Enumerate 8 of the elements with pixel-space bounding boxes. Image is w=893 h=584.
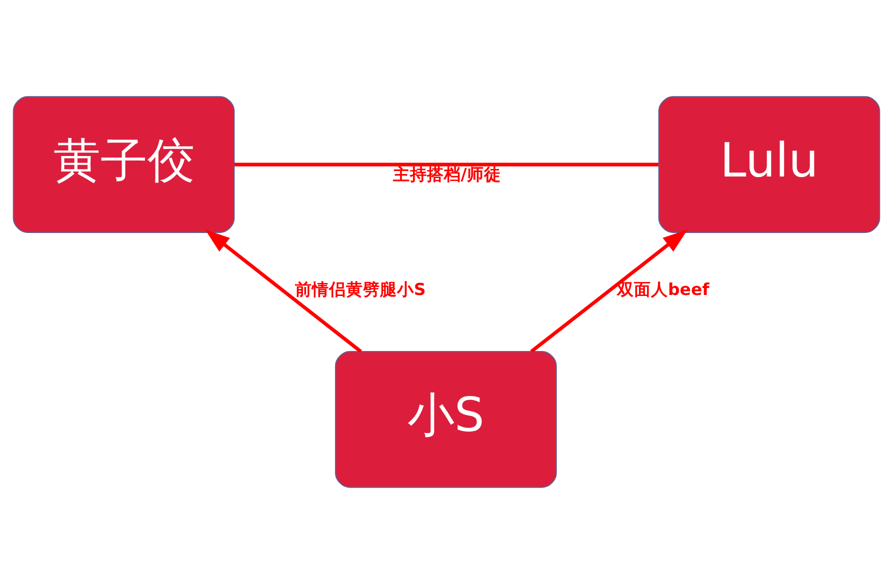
node-box: 小S (335, 351, 557, 488)
edge-label: 前情侣黄劈腿小S (294, 280, 426, 300)
arrow (530, 229, 688, 353)
connector (234, 162, 658, 166)
node-box: 黄子佼 (12, 96, 235, 233)
edge-label: 主持搭档/师徒 (392, 165, 501, 184)
node-box: Lulu (658, 96, 880, 233)
arrow (205, 229, 362, 353)
